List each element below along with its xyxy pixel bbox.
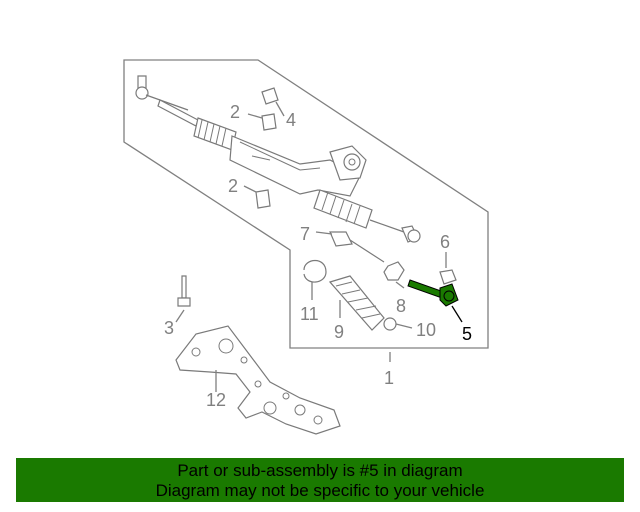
callout-3: 3 bbox=[164, 318, 174, 338]
bellows-clamp bbox=[303, 259, 327, 283]
callout-2-upper: 2 bbox=[230, 102, 240, 122]
info-banner: Part or sub-assembly is #5 in diagram Di… bbox=[16, 458, 624, 502]
callout-4: 4 bbox=[286, 110, 296, 130]
callout-6: 6 bbox=[440, 232, 450, 252]
inner-tie-rod bbox=[329, 231, 385, 263]
parts-diagram: 1 2 2 3 4 5 6 7 8 9 10 11 12 bbox=[123, 59, 489, 435]
callout-11: 11 bbox=[300, 304, 319, 324]
crossmember bbox=[175, 325, 341, 435]
tie-rod-end-highlighted bbox=[407, 279, 459, 307]
castle-nut bbox=[439, 269, 457, 285]
mount-bushing-lower bbox=[255, 189, 271, 209]
leader-lines bbox=[175, 101, 463, 392]
callout-2-lower: 2 bbox=[228, 176, 238, 196]
assembly-panel bbox=[123, 59, 489, 349]
banner-line-2: Diagram may not be specific to your vehi… bbox=[155, 481, 485, 500]
small-clamp bbox=[383, 317, 397, 331]
mount-bushing-upper bbox=[261, 87, 279, 131]
callout-12: 12 bbox=[206, 390, 226, 410]
callout-5: 5 bbox=[462, 324, 472, 344]
callout-9: 9 bbox=[334, 322, 344, 342]
callout-8: 8 bbox=[396, 296, 406, 316]
callout-7: 7 bbox=[300, 224, 310, 244]
jam-nut bbox=[383, 261, 405, 281]
subframe-bolt bbox=[177, 275, 191, 307]
bellows-boot bbox=[328, 275, 385, 331]
banner-line-1: Part or sub-assembly is #5 in diagram bbox=[177, 461, 463, 480]
steering-rack bbox=[135, 75, 421, 243]
callout-10: 10 bbox=[416, 320, 436, 340]
callout-1: 1 bbox=[384, 368, 394, 388]
